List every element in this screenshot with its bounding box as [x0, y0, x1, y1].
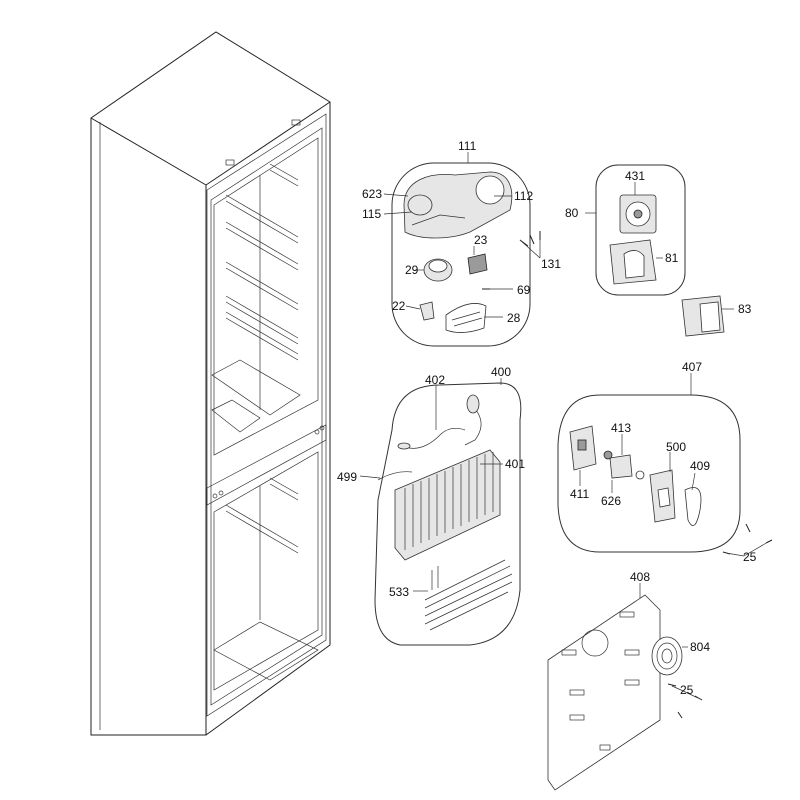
label-409: 409: [690, 459, 710, 473]
group-400: [374, 382, 522, 646]
label-111: 111: [458, 139, 477, 153]
label-80: 80: [565, 206, 579, 220]
label-626: 626: [601, 494, 621, 508]
label-407: 407: [682, 360, 702, 374]
group-407: [557, 394, 741, 553]
part-labels: 111 623 112 115 23 131 29 69 22 28 80 43…: [337, 139, 757, 697]
label-401: 401: [505, 457, 525, 471]
leader-lines: [359, 152, 769, 699]
label-500: 500: [666, 440, 686, 454]
group-111-outline: [391, 162, 531, 347]
label-131: 131: [541, 257, 561, 271]
label-623: 623: [362, 187, 382, 201]
label-400: 400: [491, 365, 511, 379]
label-25-lower: 25: [680, 683, 694, 697]
group-80: [595, 164, 686, 296]
label-69: 69: [517, 283, 531, 297]
refrigerator-cabinet: [90, 31, 331, 736]
label-402: 402: [425, 373, 445, 387]
label-431: 431: [625, 169, 645, 183]
label-25-upper: 25: [743, 550, 757, 564]
label-23: 23: [474, 233, 488, 247]
label-81: 81: [665, 251, 679, 265]
part-83: [681, 295, 725, 337]
label-83: 83: [738, 302, 752, 316]
label-29: 29: [405, 263, 419, 277]
part-408: [547, 594, 661, 791]
label-533: 533: [389, 585, 409, 599]
label-28: 28: [507, 311, 521, 325]
part-804: [651, 636, 683, 676]
group-111: [391, 162, 541, 347]
label-408: 408: [630, 570, 650, 584]
label-499: 499: [337, 470, 357, 484]
group-80-outline: [595, 164, 686, 296]
group-400-outline: [374, 382, 522, 646]
label-112: 112: [514, 189, 533, 203]
label-115: 115: [362, 207, 381, 221]
screws-25-lower: [667, 683, 703, 719]
label-804: 804: [690, 640, 710, 654]
label-411: 411: [570, 487, 589, 501]
shelf-rails-upper: [225, 163, 299, 361]
label-413: 413: [611, 421, 631, 435]
group-407-outline: [557, 394, 741, 553]
label-22: 22: [392, 299, 406, 313]
